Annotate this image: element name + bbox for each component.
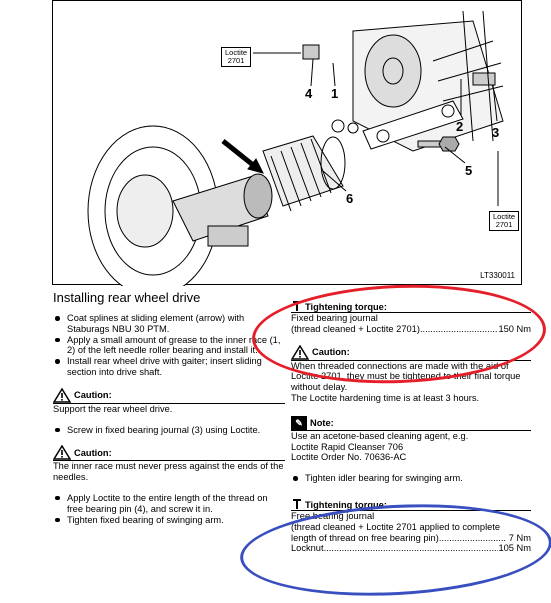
torque-heading-1: Tightening torque: — [291, 300, 531, 312]
list-item: Coat splines at sliding element (arrow) … — [53, 313, 285, 335]
warning-icon — [291, 344, 309, 360]
torque-line: (thread cleaned + Loctite 2701 applied t… — [291, 521, 501, 532]
divider — [53, 460, 285, 462]
steps-list-3: Apply Loctite to the entire length of th… — [53, 493, 285, 525]
torque-wrench-icon — [293, 498, 301, 509]
caution-label: Caution: — [74, 390, 112, 401]
caution-label: Caution: — [312, 347, 350, 358]
list-item: Apply Loctite to the entire length of th… — [53, 493, 285, 515]
caution-heading-3: Caution: — [291, 344, 531, 360]
divider — [291, 312, 531, 313]
caution-heading-1: Caution: — [53, 387, 285, 403]
callout-2: 2 — [456, 119, 464, 134]
torque-heading-2: Tightening torque: — [291, 498, 531, 510]
caution-text: Support the rear wheel drive. — [53, 403, 173, 414]
callout-6: 6 — [346, 191, 354, 206]
steps-list-1: Coat splines at sliding element (arrow) … — [53, 313, 285, 378]
note-icon: ✎ — [291, 415, 307, 430]
section-title: Installing rear wheel drive — [53, 290, 201, 305]
divider — [291, 359, 531, 361]
torque-wrench-icon — [293, 301, 301, 311]
caution-text: The Loctite hardening time is at least 3… — [291, 392, 480, 403]
torque-value-row: (thread cleaned + Loctite 2701) ........… — [291, 323, 531, 334]
list-item: Tighten idler bearing for swinging arm. — [291, 473, 531, 484]
caution-label: Caution: — [74, 447, 112, 458]
loctite-tag-line1: Loctite — [225, 48, 248, 57]
caution-text: When threaded connections are made with … — [291, 360, 521, 393]
figure-reference: LT330011 — [480, 271, 515, 280]
torque-line: Locknut — [291, 543, 324, 554]
list-item: Tighten fixed bearing of swinging arm. — [53, 515, 285, 526]
torque-value: 105 Nm — [498, 543, 531, 554]
torque-value-row: Locknut ................................… — [291, 543, 531, 554]
torque-label: Tightening torque: — [305, 499, 387, 510]
right-column: Tightening torque: Fixed bearing journal… — [291, 300, 531, 554]
note-line: Loctite Order No. 70636-AC — [291, 452, 407, 463]
warning-icon — [53, 387, 71, 403]
torque-line: Fixed bearing journal — [291, 313, 378, 323]
divider — [53, 402, 285, 404]
warning-icon — [53, 445, 71, 461]
loctite-tag-top: Loctite 2701 — [221, 47, 252, 67]
loctite-tag-bottom: Loctite 2701 — [489, 211, 520, 231]
callout-1: 1 — [331, 86, 339, 101]
callout-4: 4 — [305, 86, 313, 101]
left-column: Installing rear wheel drive Coat splines… — [53, 290, 285, 525]
list-item: Install rear wheel drive with gaiter; in… — [53, 356, 285, 378]
torque-line: length of thread on free bearing pin) — [291, 532, 439, 543]
note-line: Use an acetone-based cleaning agent, e.g… — [291, 430, 469, 441]
steps-list-4: Tighten idler bearing for swinging arm. — [291, 473, 531, 484]
loctite-tag-line1: Loctite — [493, 212, 516, 221]
torque-value: 150 Nm — [498, 323, 531, 334]
note-line: Loctite Rapid Cleanser 706 — [291, 441, 404, 452]
torque-label: Tightening torque: — [305, 302, 387, 312]
loctite-tag-line2: 2701 — [495, 220, 513, 229]
torque-value-row: length of thread on free bearing pin) ..… — [291, 532, 531, 543]
callout-5: 5 — [465, 163, 473, 178]
note-heading: ✎ Note: — [291, 415, 531, 430]
list-item: Screw in fixed bearing journal (3) using… — [53, 425, 285, 436]
torque-line: (thread cleaned + Loctite 2701) — [291, 323, 420, 334]
technical-illustration: Loctite 2701 Loctite 2701 4 1 2 3 5 6 LT… — [52, 0, 522, 286]
caution-heading-2: Caution: — [53, 445, 285, 461]
callout-3: 3 — [492, 125, 500, 140]
caution-text: The inner race must never press against … — [53, 461, 284, 483]
divider — [291, 509, 531, 511]
note-label: Note: — [310, 417, 334, 428]
rear-wheel-drive-drawing — [87, 10, 504, 286]
torque-line: Free bearing journal — [291, 510, 375, 521]
loctite-tag-line2: 2701 — [227, 56, 245, 65]
steps-list-2: Screw in fixed bearing journal (3) using… — [53, 425, 285, 436]
divider — [291, 429, 531, 431]
list-item: Apply a small amount of grease to the in… — [53, 335, 285, 357]
torque-value: 7 Nm — [508, 532, 531, 543]
